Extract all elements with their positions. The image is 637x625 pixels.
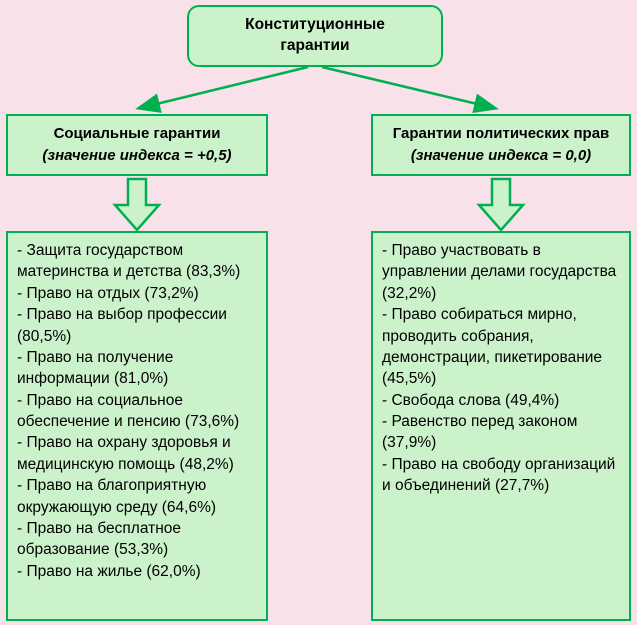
block-down-arrow-left bbox=[112, 177, 162, 232]
list-item: - Право на охрану здоровья и медицинскую… bbox=[17, 434, 234, 473]
list-item: - Право участвовать в управлении делами … bbox=[382, 242, 617, 302]
header-social-guarantees: Социальные гарантии (значение индекса = … bbox=[6, 114, 268, 176]
list-item: - Право на выбор профессии (80,5%) bbox=[17, 306, 227, 345]
list-social-guarantees: - Защита государством материнства и детс… bbox=[6, 231, 268, 621]
header-political-title: Гарантии политических прав bbox=[392, 125, 610, 143]
list-item: - Право собираться мирно, проводить собр… bbox=[382, 306, 603, 388]
list-item: - Защита государством материнства и детс… bbox=[17, 242, 241, 281]
list-political-rights: - Право участвовать в управлении делами … bbox=[371, 231, 631, 621]
block-down-arrow-right bbox=[476, 177, 526, 232]
list-item: - Право на свободу организаций и объедин… bbox=[382, 455, 616, 495]
list-item: - Право на жилье (62,0%) bbox=[17, 562, 201, 580]
list-item: - Право на бесплатное образование (53,3%… bbox=[17, 519, 182, 559]
root-title: Конституционные гарантии bbox=[245, 16, 385, 54]
list-item: - Право на получение информации (81,0%) bbox=[17, 348, 174, 388]
header-political-rights: Гарантии политических прав (значение инд… bbox=[371, 114, 631, 176]
list-item: - Свобода слова (49,4%) bbox=[382, 391, 560, 409]
list-item: - Право на благоприятную окружающую сред… bbox=[17, 477, 217, 516]
list-item: - Право на отдых (73,2%) bbox=[17, 284, 199, 302]
connector-right-arrow bbox=[321, 65, 499, 114]
list-item: - Право на социальное обеспечение и пенс… bbox=[17, 391, 240, 430]
connector-left-arrow bbox=[135, 65, 309, 113]
list-item: - Равенство перед законом (37,9%) bbox=[382, 413, 578, 452]
header-social-index: (значение индекса = +0,5) bbox=[42, 147, 232, 164]
root-node: Конституционные гарантии bbox=[187, 5, 443, 67]
header-social-title: Социальные гарантии bbox=[53, 125, 221, 143]
header-political-index: (значение индекса = 0,0) bbox=[410, 147, 592, 164]
